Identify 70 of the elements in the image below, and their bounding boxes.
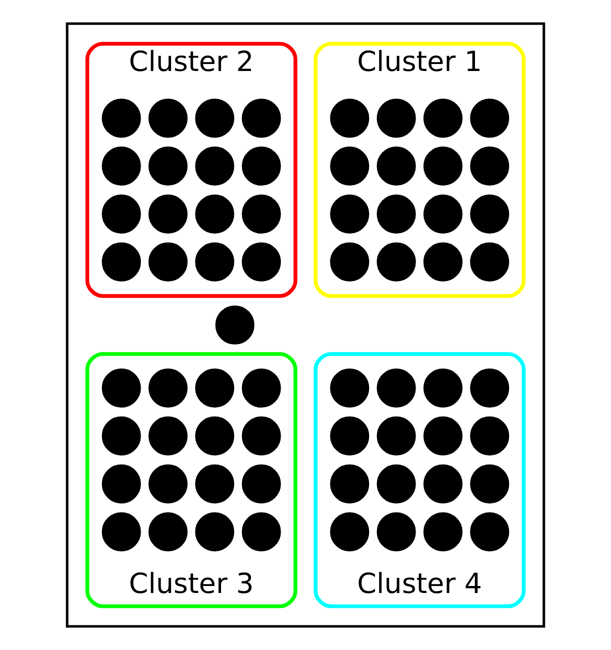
node-circle [242,368,281,408]
node-circle [148,464,188,504]
node-circle [330,194,370,234]
node-circle [195,98,234,138]
node-circle [242,146,281,186]
node-circle [148,416,188,456]
node-circle [376,464,416,504]
node-circle [102,98,141,138]
node-circle [195,512,234,552]
node-circle [330,464,370,504]
node-circle [376,368,416,408]
node-circle [195,194,234,234]
node-circle [470,194,510,234]
node-circle [470,512,510,552]
node-circle [102,242,141,282]
cluster [66,22,546,628]
node-circle [423,368,463,408]
node-circle [195,464,234,504]
node-circle [423,242,463,282]
node-circle [195,242,234,282]
node-circle [148,512,188,552]
node-circle [148,194,188,234]
node-circle [423,512,463,552]
node-circle [195,368,234,408]
node-circle [330,98,370,138]
node-circle [330,146,370,186]
cluster: Cluster 2 [85,42,298,298]
node-circle [242,98,281,138]
cluster: Cluster 3 [85,352,298,608]
node-circle [242,512,281,552]
node-circle [376,242,416,282]
node-circle [376,146,416,186]
node-circle [102,194,141,234]
node-circle [330,416,370,456]
node-circle [376,98,416,138]
node-circle [423,98,463,138]
node-circle [242,242,281,282]
node-circle [102,464,141,504]
cluster: Cluster 4 [314,352,526,608]
node-circle [102,512,141,552]
node-circle [330,512,370,552]
node-circle [376,512,416,552]
node-circle [242,464,281,504]
node-circle [423,146,463,186]
node-circle [423,464,463,504]
node-circle [242,416,281,456]
node-circle [330,242,370,282]
node-circle [148,98,188,138]
node-circle [242,194,281,234]
node-circle [423,194,463,234]
node-circle [423,416,463,456]
node-circle [330,368,370,408]
node-circle [470,146,510,186]
node-circle [195,146,234,186]
node-circle [102,416,141,456]
node-circle [148,242,188,282]
node-circle [376,416,416,456]
node-circle [376,194,416,234]
node-circle [470,368,510,408]
node-circle [195,416,234,456]
node-circle [470,416,510,456]
node-circle [470,464,510,504]
cluster: Cluster 1 [314,42,526,298]
node-circle [215,305,254,345]
node-circle [102,146,141,186]
node-circle [148,368,188,408]
node-circle [148,146,188,186]
node-circle [470,242,510,282]
node-circle [102,368,141,408]
node-circle [470,98,510,138]
